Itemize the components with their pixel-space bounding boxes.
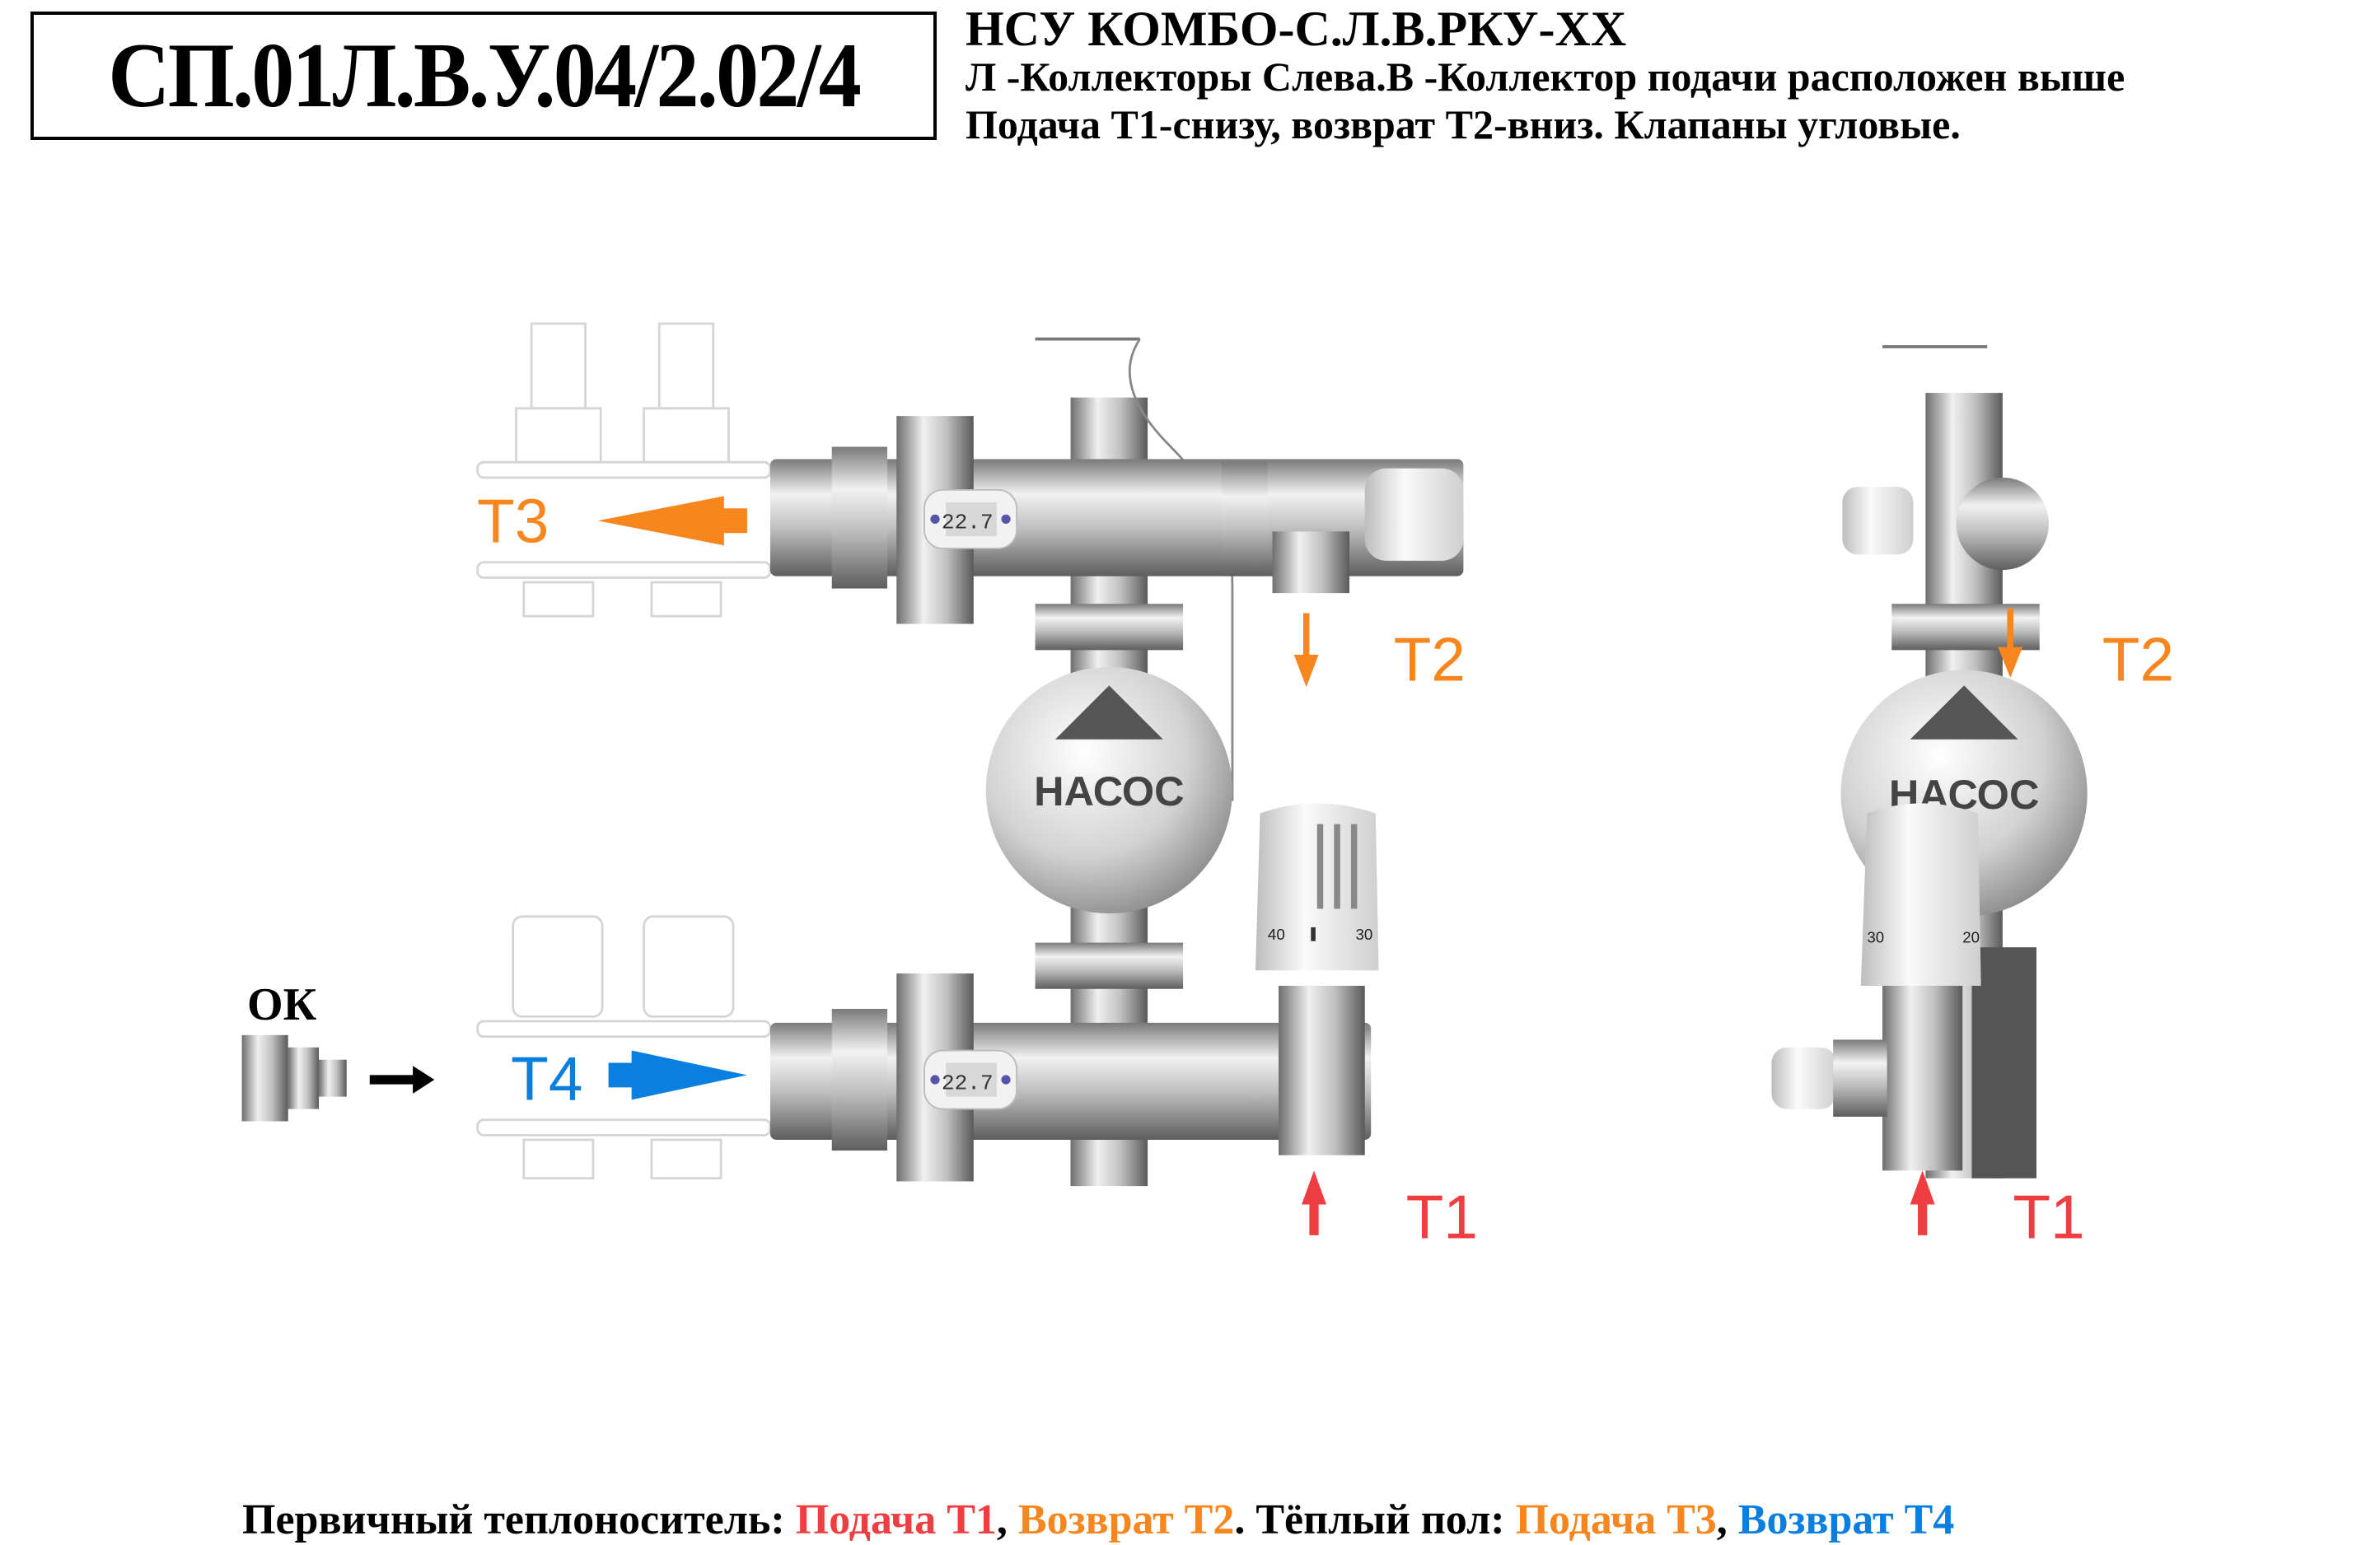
legend-prefix: Первичный теплоноситель: bbox=[242, 1496, 796, 1543]
svg-text:30: 30 bbox=[1356, 926, 1373, 943]
header-product: НСУ КОМБО-С.Л.В.РКУ-XX bbox=[966, 2, 1627, 56]
side-view: НАСОС 30 20 bbox=[1771, 345, 2088, 1179]
label-t3: T3 bbox=[477, 486, 549, 555]
flow-direction-triangle-icon bbox=[1054, 685, 1163, 740]
pump-label: НАСОС bbox=[1034, 768, 1185, 815]
header: НСУ КОМБО-С.Л.В.РКУ-XX Л -Коллекторы Сле… bbox=[966, 2, 2125, 148]
side-label-t2: T2 bbox=[2102, 625, 2174, 694]
union-nut-upper bbox=[1035, 604, 1184, 651]
thermometer-lower: 22.7 bbox=[923, 1049, 1018, 1110]
svg-text:20: 20 bbox=[1962, 929, 1980, 946]
ok-label: ОК bbox=[247, 979, 317, 1030]
legend-return-t2: Возврат Т2 bbox=[1017, 1496, 1235, 1543]
t4-arrow-icon bbox=[608, 1050, 747, 1100]
legend-footer: Первичный теплоноситель: Подача Т1, Возв… bbox=[242, 1496, 1955, 1543]
t3-arrow-icon bbox=[597, 496, 747, 546]
legend-supply-t1: Подача Т1 bbox=[795, 1496, 997, 1543]
thermostatic-head: 40 30 bbox=[1255, 803, 1379, 971]
union-nut-lower bbox=[1035, 942, 1184, 989]
thermometer-reading: 22.7 bbox=[942, 511, 994, 535]
svg-text:30: 30 bbox=[1867, 929, 1884, 946]
pump: НАСОС bbox=[985, 666, 1232, 914]
title-code-box: СП.01Л.В.У.04/2.02/4 bbox=[30, 12, 937, 140]
title-code: СП.01Л.В.У.04/2.02/4 bbox=[108, 24, 861, 127]
side-label-t1: T1 bbox=[2013, 1183, 2084, 1252]
ghost-supply-collector bbox=[476, 322, 772, 618]
t1-arrow-icon bbox=[1302, 1170, 1326, 1235]
header-description-2: Подача Т1-снизу, возврат Т2-вниз. Клапан… bbox=[966, 101, 1961, 147]
side-t2-arrow-icon bbox=[1998, 608, 2023, 679]
svg-text:40: 40 bbox=[1268, 926, 1285, 943]
ok-fitting-icon bbox=[241, 1034, 347, 1122]
header-description-1: Л -Коллекторы Слева.В -Коллектор подачи … bbox=[966, 54, 2125, 100]
thermometer-upper: 22.7 bbox=[923, 488, 1018, 549]
t2-arrow-icon bbox=[1293, 613, 1319, 688]
balancing-valve-cap bbox=[1364, 468, 1464, 561]
label-t2: T2 bbox=[1394, 625, 1466, 694]
legend-supply-t3: Подача Т3 bbox=[1515, 1496, 1717, 1543]
ok-arrow-icon bbox=[369, 1066, 435, 1094]
label-t4: T4 bbox=[511, 1043, 582, 1113]
legend-return-t4: Возврат Т4 bbox=[1737, 1496, 1955, 1543]
label-t1: T1 bbox=[1406, 1183, 1478, 1252]
svg-text:22.7: 22.7 bbox=[942, 1071, 994, 1095]
side-t1-arrow-icon bbox=[1910, 1170, 1935, 1235]
